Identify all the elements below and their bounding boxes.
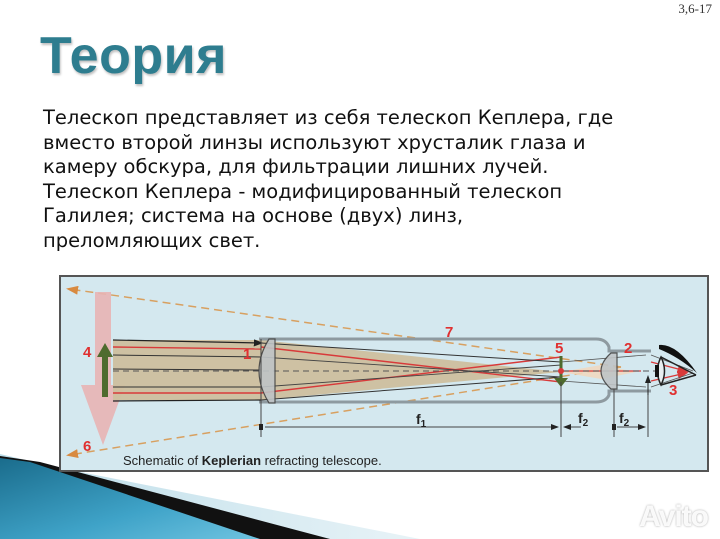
label-f2-right: f2 xyxy=(619,410,630,429)
avito-watermark: Avito xyxy=(639,500,709,533)
keplerian-telescope-diagram: 1 2 3 4 5 6 7 f1 f2 f2 Schematic of Kepl… xyxy=(59,275,709,472)
slide-number: 3,6-17 xyxy=(678,1,712,16)
caption-prefix: Schematic of xyxy=(123,453,202,468)
object-arrow xyxy=(97,343,113,397)
label-f1: f1 xyxy=(416,411,427,430)
label-intermediate-image: 5 xyxy=(555,340,563,357)
body-line: Телескоп Кеплера - модифицированный теле… xyxy=(43,179,563,203)
diagram-caption: Schematic of Keplerian refracting telesc… xyxy=(123,453,382,468)
telescope-schematic-graphic: 1 2 3 4 5 6 7 f1 f2 f2 xyxy=(66,285,697,459)
label-eyepiece: 2 xyxy=(624,340,632,357)
objective-lens xyxy=(258,338,276,404)
label-objective: 1 xyxy=(243,346,251,363)
eyepiece-lens xyxy=(600,352,618,390)
label-field-of-view: 7 xyxy=(445,324,453,341)
slide-title: Теория xyxy=(40,27,227,85)
label-object: 4 xyxy=(83,344,92,361)
body-paragraph: Телескоп представляет из себя телескоп К… xyxy=(43,106,693,253)
label-virtual-image: 6 xyxy=(83,438,91,455)
body-line: вместо второй линзы используют хрусталик… xyxy=(43,130,586,154)
caption-suffix: refracting telescope. xyxy=(261,453,382,468)
body-line: камеру обскура, для фильтрации лишних лу… xyxy=(43,155,549,178)
eye-icon xyxy=(655,344,697,387)
label-f2-left: f2 xyxy=(578,410,589,429)
body-line: преломляющих свет. xyxy=(43,228,261,252)
caption-bold: Keplerian xyxy=(201,453,262,468)
body-line: Телескоп представляет из себя телескоп К… xyxy=(43,106,614,129)
body-line: Галилея; система на основе (двух) линз, xyxy=(43,204,464,227)
label-eye: 3 xyxy=(669,382,677,399)
